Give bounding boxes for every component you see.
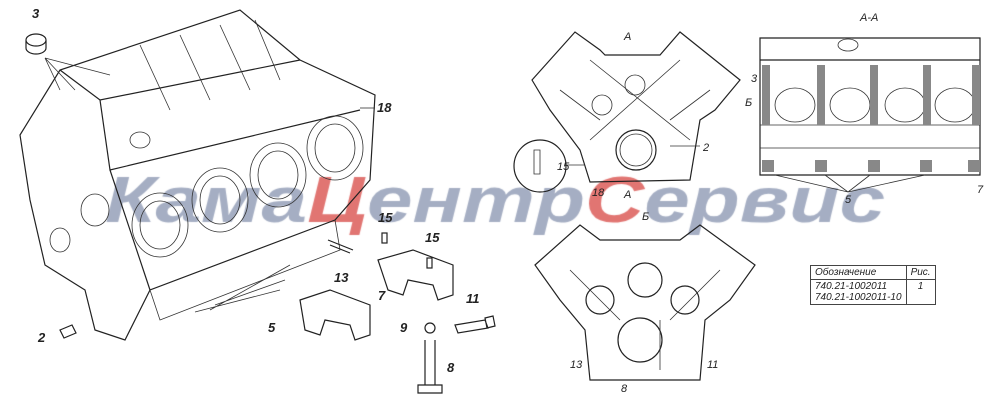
section-mark-bottom: А (623, 189, 631, 201)
callout-8-bottom: 8 (621, 383, 628, 395)
section-mark-top: А (623, 31, 631, 43)
designation-1: 740.21-1002011 (815, 281, 888, 292)
engine-block-isometric (19, 9, 496, 394)
callout-11: 11 (466, 291, 480, 306)
header-fig: Рис. (905, 265, 936, 280)
designation-cell: 740.21-1002011 740.21-1002011-10 (810, 279, 907, 305)
callout-7: 7 (378, 288, 386, 303)
callout-18-front: 18 (592, 187, 605, 199)
callout-9: 9 (400, 320, 408, 335)
callout-15b: 15 (425, 230, 440, 245)
view-mark-b-section: Б (745, 97, 752, 109)
table-header-row: Обозначение Рис. (810, 265, 936, 280)
callout-15a: 15 (378, 210, 393, 225)
callout-13: 13 (334, 270, 349, 285)
callout-2: 2 (37, 330, 46, 345)
callout-13-bottom: 13 (570, 359, 583, 371)
fig-cell: 1 (905, 279, 936, 305)
callout-15-detail: 15 (557, 161, 570, 173)
section-view-a-a: А-А 3 Б 7 5 (745, 12, 984, 206)
callout-11-bottom: 11 (707, 359, 718, 371)
callout-7-section: 7 (977, 184, 984, 196)
left-callouts: 3 18 2 5 13 15 15 7 9 11 8 (32, 6, 480, 375)
view-mark-b: Б (642, 211, 649, 223)
callout-3: 3 (32, 6, 40, 21)
header-designation: Обозначение (810, 265, 907, 280)
front-view: А А Б 2 15 18 (513, 31, 741, 223)
callout-5: 5 (268, 320, 276, 335)
callout-8: 8 (447, 360, 455, 375)
callout-18: 18 (377, 100, 392, 115)
table-row: 740.21-1002011 740.21-1002011-10 1 (810, 279, 936, 305)
callout-2-front: 2 (702, 142, 709, 154)
callout-3-section: 3 (751, 73, 758, 85)
spec-table: Обозначение Рис. 740.21-1002011 740.21-1… (810, 265, 936, 305)
section-title: А-А (859, 12, 878, 24)
bottom-view: 13 8 11 (534, 224, 756, 395)
callout-5-section: 5 (845, 194, 852, 206)
designation-2: 740.21-1002011-10 (815, 292, 902, 303)
